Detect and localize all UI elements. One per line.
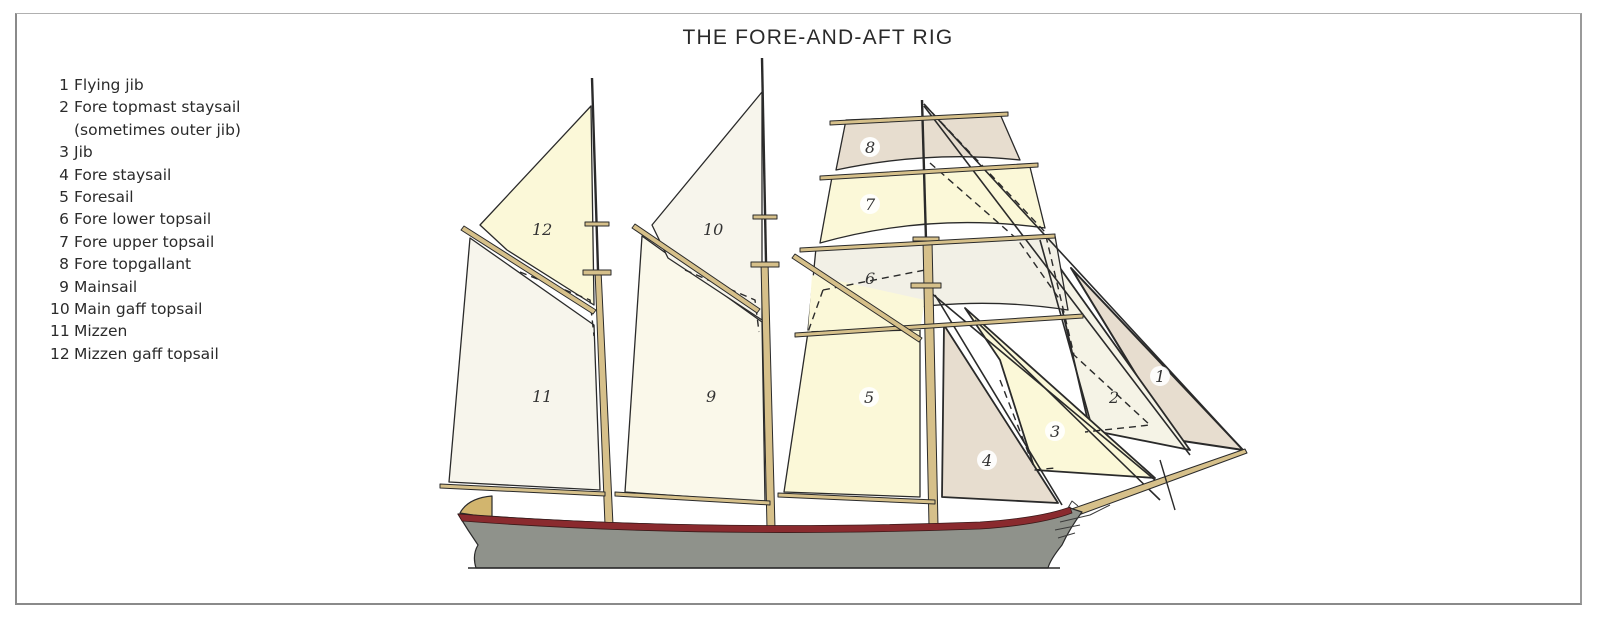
sail-mizzen-gaff-topsail: [479, 105, 595, 306]
legend-item: 5 Foresail: [50, 186, 241, 208]
legend-item: 9 Mainsail: [50, 276, 241, 298]
legend-number: 6: [59, 210, 69, 229]
sail-number-labels: 1 2 3 4 5 6 7 8 9 10 11 12: [532, 137, 1170, 470]
sail-legend: 1 Flying jib 2 Fore topmast staysail (some…: [50, 74, 241, 365]
legend-label: Mizzen gaff topsail: [74, 344, 219, 363]
sail-label-6: 6: [865, 269, 875, 288]
legend-number: 11: [50, 322, 70, 341]
sail-mizzen: [448, 237, 601, 491]
legend-number: 2: [59, 98, 69, 117]
sail-label-1: 1: [1155, 367, 1165, 386]
gaff-mizzen: [460, 225, 597, 315]
sail-label-7: 7: [865, 195, 876, 214]
legend-label: Jib: [74, 143, 93, 162]
boom-fore: [777, 492, 936, 505]
sail-label-4: 4: [981, 451, 992, 470]
legend-label: Flying jib: [74, 76, 144, 94]
sail-label-11: 11: [532, 387, 552, 406]
legend-label: Mizzen: [74, 322, 128, 341]
legend-item: 3 Jib: [50, 141, 241, 163]
legend-number: 5: [59, 188, 69, 207]
sail-label-12: 12: [532, 220, 552, 239]
boom-mizzen: [439, 483, 606, 497]
legend-number: 7: [59, 232, 69, 251]
sail-foresail: [783, 329, 921, 498]
legend-item: 4 Fore staysail: [50, 164, 241, 186]
sail-label-5: 5: [864, 388, 874, 407]
legend-label: Fore topgallant: [74, 255, 192, 274]
legend-label: Mainsail: [74, 277, 138, 296]
legend-label: Fore topmast staysail: [74, 98, 241, 117]
title-text: THE FORE-AND-AFT RIG: [682, 26, 954, 49]
sail-label-2: 2: [1108, 388, 1119, 407]
sail-label-8: 8: [865, 138, 875, 157]
stern-taffrail: [459, 495, 493, 519]
sail-label-3: 3: [1050, 422, 1060, 441]
legend-label: Fore upper topsail: [74, 232, 215, 251]
legend-number: 12: [50, 344, 70, 363]
legend-item: 2 Fore topmast staysail: [50, 96, 241, 118]
legend-number: 1: [59, 76, 69, 94]
yard-fore-lower: [794, 313, 1084, 338]
diagram-frame: [15, 13, 1582, 605]
sail-main-gaff-topsail: [651, 91, 763, 321]
legend-number: 4: [59, 165, 69, 184]
legend-label: Main gaff topsail: [74, 300, 203, 319]
legend-number: 3: [59, 143, 69, 162]
legend-item-note: (sometimes outer jib): [50, 119, 241, 141]
legend-label: Fore lower topsail: [74, 210, 212, 229]
legend-item: 6 Fore lower topsail: [50, 208, 241, 230]
legend-item: 7 Fore upper topsail: [50, 231, 241, 253]
legend-label: Fore staysail: [74, 165, 172, 184]
legend-number: 9: [59, 277, 69, 296]
legend-label: Foresail: [74, 188, 134, 207]
diagram-title: THE FORE-AND-AFT RIG: [0, 26, 1600, 50]
yard-upper-topsail: [819, 162, 1039, 181]
legend-note: (sometimes outer jib): [74, 120, 241, 139]
yard-topgallant: [829, 111, 1009, 126]
legend-item: 1 Flying jib: [50, 74, 241, 96]
sail-label-9: 9: [706, 387, 716, 406]
sail-fore-staysail: [941, 324, 1059, 504]
sheer-stripe: [457, 506, 1073, 533]
sail-label-10: 10: [703, 220, 723, 239]
legend-number: 8: [59, 255, 69, 274]
legend-item: 8 Fore topgallant: [50, 253, 241, 275]
gaff-main: [631, 223, 761, 314]
yard-lower-topsail: [799, 233, 1056, 253]
legend-number: 10: [50, 300, 70, 319]
gaff-fore: [791, 253, 923, 343]
boom-main: [614, 491, 771, 506]
